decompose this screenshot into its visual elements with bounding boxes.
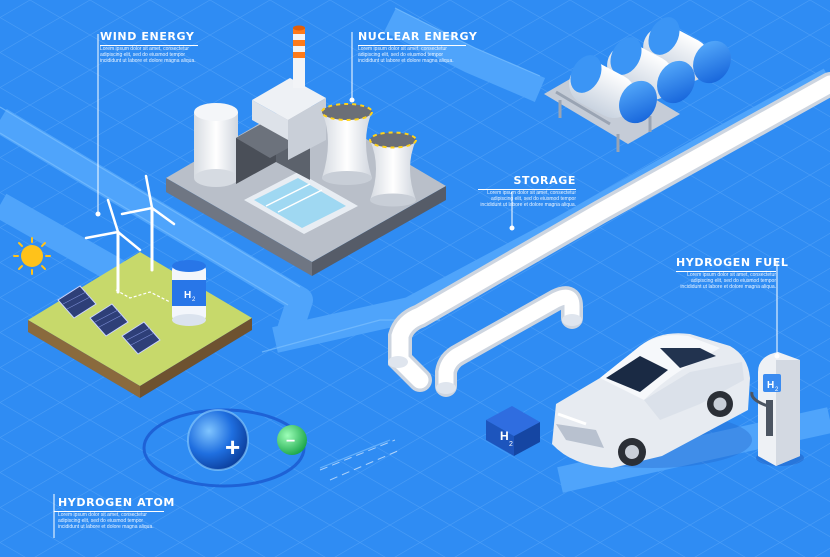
- atom-desc-line-1: Lorem ipsum dolor sit amet, consectetur: [58, 512, 147, 518]
- storage-desc-line-2: adipiscing elit, sed do eiusmod tempor: [490, 196, 576, 203]
- car-icon: [552, 333, 752, 468]
- wind-desc-line-1: Lorem ipsum dolor sit amet, consectetur: [100, 46, 189, 52]
- block-2-label: 2: [509, 441, 513, 448]
- nuclear-desc-line-2: adipiscing elit, sed do eiusmod tempor: [358, 52, 444, 59]
- hydrogen-atom-underline: [54, 511, 164, 512]
- hydrogen-station-icon: H 2: [750, 352, 804, 466]
- storage-desc-line-1: Lorem ipsum dolor sit amet, consectetur: [487, 190, 576, 196]
- tank-h2-subscript: 2: [192, 297, 196, 303]
- fuel-desc-line-2: adipiscing elit, sed do eiusmod tempor: [690, 278, 776, 285]
- callout-dots: [95, 97, 780, 359]
- station-2-label: 2: [775, 387, 779, 393]
- fuel-desc-line-3: incididunt ut labore et dolore magna ali…: [680, 284, 776, 291]
- wind-desc-line-3: incididunt ut labore et dolore magna ali…: [100, 58, 196, 65]
- fuel-desc-line-1: Lorem ipsum dolor sit amet, consectetur: [687, 272, 776, 278]
- hydrogen-atom-desc: Lorem ipsum dolor sit amet, consectetur …: [58, 512, 175, 531]
- solar-panel-icon: [57, 285, 161, 355]
- label-hydrogen-atom: HYDROGEN ATOM Lorem ipsum dolor sit amet…: [54, 496, 175, 531]
- sun-icon: [13, 237, 51, 275]
- nuclear-energy-title: NUCLEAR ENERGY: [358, 30, 478, 43]
- wind-turbine-icon: [84, 174, 176, 294]
- storage-tanks-icon: [544, 17, 731, 152]
- nuclear-desc-line-1: Lorem ipsum dolor sit amet, consectetur: [358, 46, 447, 52]
- label-hydrogen-fuel: HYDROGEN FUEL Lorem ipsum dolor sit amet…: [676, 256, 789, 291]
- storage-title: STORAGE: [513, 174, 576, 187]
- h2-molecule-block: H 2: [486, 406, 540, 456]
- callout-lines: [53, 32, 778, 538]
- station-h-label: H: [767, 380, 774, 391]
- hydrogen-fuel-desc: Lorem ipsum dolor sit amet, consectetur …: [676, 272, 776, 291]
- wind-desc-line-2: adipiscing elit, sed do eiusmod tempor: [100, 52, 186, 59]
- nuclear-plant-icon: [166, 25, 446, 276]
- hydrogen-fuel-title: HYDROGEN FUEL: [676, 256, 789, 269]
- wind-energy-desc: Lorem ipsum dolor sit amet, consectetur …: [100, 46, 196, 65]
- wind-energy-underline: [100, 45, 198, 46]
- electron-minus: −: [286, 433, 295, 450]
- hydrogen-atom-icon: + −: [142, 408, 307, 488]
- pipeline-icon: [388, 72, 830, 397]
- atom-desc-line-3: incididunt ut labore et dolore magna ali…: [58, 524, 154, 531]
- label-nuclear-energy: NUCLEAR ENERGY Lorem ipsum dolor sit ame…: [358, 30, 477, 65]
- hydrogen-atom-title: HYDROGEN ATOM: [58, 496, 175, 509]
- nuclear-energy-underline: [358, 45, 466, 46]
- nuclear-desc-line-3: incididunt ut labore et dolore magna ali…: [358, 58, 454, 65]
- dashed-marking: [319, 439, 401, 481]
- storage-desc: Lorem ipsum dolor sit amet, consectetur …: [478, 190, 576, 209]
- hydrogen-tank-icon: H 2: [172, 260, 206, 326]
- storage-desc-line-3: incididunt ut labore et dolore magna ali…: [480, 202, 576, 209]
- wind-energy-platform: H 2: [13, 174, 252, 398]
- label-storage: STORAGE Lorem ipsum dolor sit amet, cons…: [478, 174, 576, 209]
- nuclear-energy-desc: Lorem ipsum dolor sit amet, consectetur …: [358, 46, 477, 65]
- storage-underline: [478, 189, 576, 190]
- proton-plus: +: [225, 432, 240, 462]
- hydrogen-fuel-underline: [676, 271, 776, 272]
- atom-desc-line-2: adipiscing elit, sed do eiusmod tempor: [58, 518, 144, 525]
- tank-h2-label: H: [184, 290, 191, 301]
- wind-energy-title: WIND ENERGY: [100, 30, 195, 43]
- block-h-label: H: [500, 429, 509, 443]
- label-wind-energy: WIND ENERGY Lorem ipsum dolor sit amet, …: [100, 30, 198, 65]
